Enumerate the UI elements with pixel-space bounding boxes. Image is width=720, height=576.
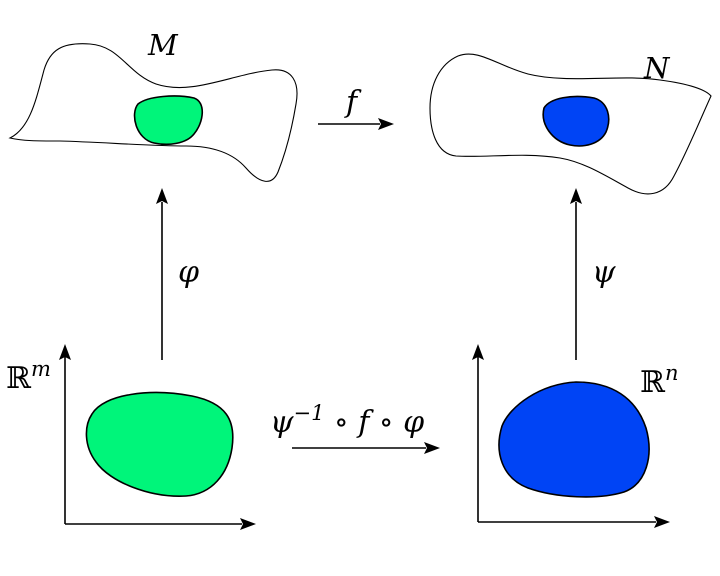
arrow-psi-head bbox=[570, 188, 582, 204]
label-rm-base: ℝ bbox=[6, 361, 32, 396]
manifold-n-outline bbox=[429, 53, 712, 195]
label-psi: ψ bbox=[592, 255, 616, 290]
label-rn-base: ℝ bbox=[640, 365, 666, 400]
rm-y-axis-head bbox=[59, 344, 71, 360]
label-phi: φ bbox=[178, 255, 199, 290]
rn-x-axis-head bbox=[654, 516, 670, 528]
label-composite-rest: ∘ f ∘ φ bbox=[325, 405, 425, 440]
rm-x-axis-head bbox=[240, 518, 256, 530]
coordinate-space-rn: ℝn bbox=[472, 344, 678, 528]
arrow-composite-head bbox=[424, 442, 440, 454]
label-composite-psi: ψ bbox=[270, 405, 294, 440]
arrow-f-head bbox=[378, 118, 394, 130]
arrow-phi: φ bbox=[156, 188, 199, 360]
label-rm-exponent: m bbox=[31, 357, 51, 381]
coordinate-space-rm: ℝm bbox=[6, 344, 256, 530]
label-composite-exponent: −1 bbox=[294, 401, 325, 425]
arrow-f: f bbox=[318, 85, 394, 130]
label-rn: ℝn bbox=[640, 361, 678, 400]
manifold-m: M bbox=[8, 28, 298, 182]
manifold-m-region bbox=[133, 95, 204, 146]
arrow-psi: ψ bbox=[570, 188, 616, 360]
manifold-n: N bbox=[429, 51, 712, 195]
label-n: N bbox=[643, 51, 671, 85]
rn-region bbox=[498, 381, 650, 498]
label-m: M bbox=[147, 28, 179, 62]
label-f: f bbox=[344, 85, 362, 120]
rn-y-axis-head bbox=[472, 344, 484, 360]
rm-region bbox=[85, 391, 234, 497]
arrow-composite: ψ−1 ∘ f ∘ φ bbox=[270, 401, 440, 454]
label-rm: ℝm bbox=[6, 357, 51, 396]
manifold-m-outline bbox=[8, 43, 298, 182]
label-rn-exponent: n bbox=[665, 361, 679, 385]
manifold-n-region bbox=[542, 95, 610, 147]
label-composite: ψ−1 ∘ f ∘ φ bbox=[270, 401, 424, 440]
arrow-phi-head bbox=[156, 188, 168, 204]
